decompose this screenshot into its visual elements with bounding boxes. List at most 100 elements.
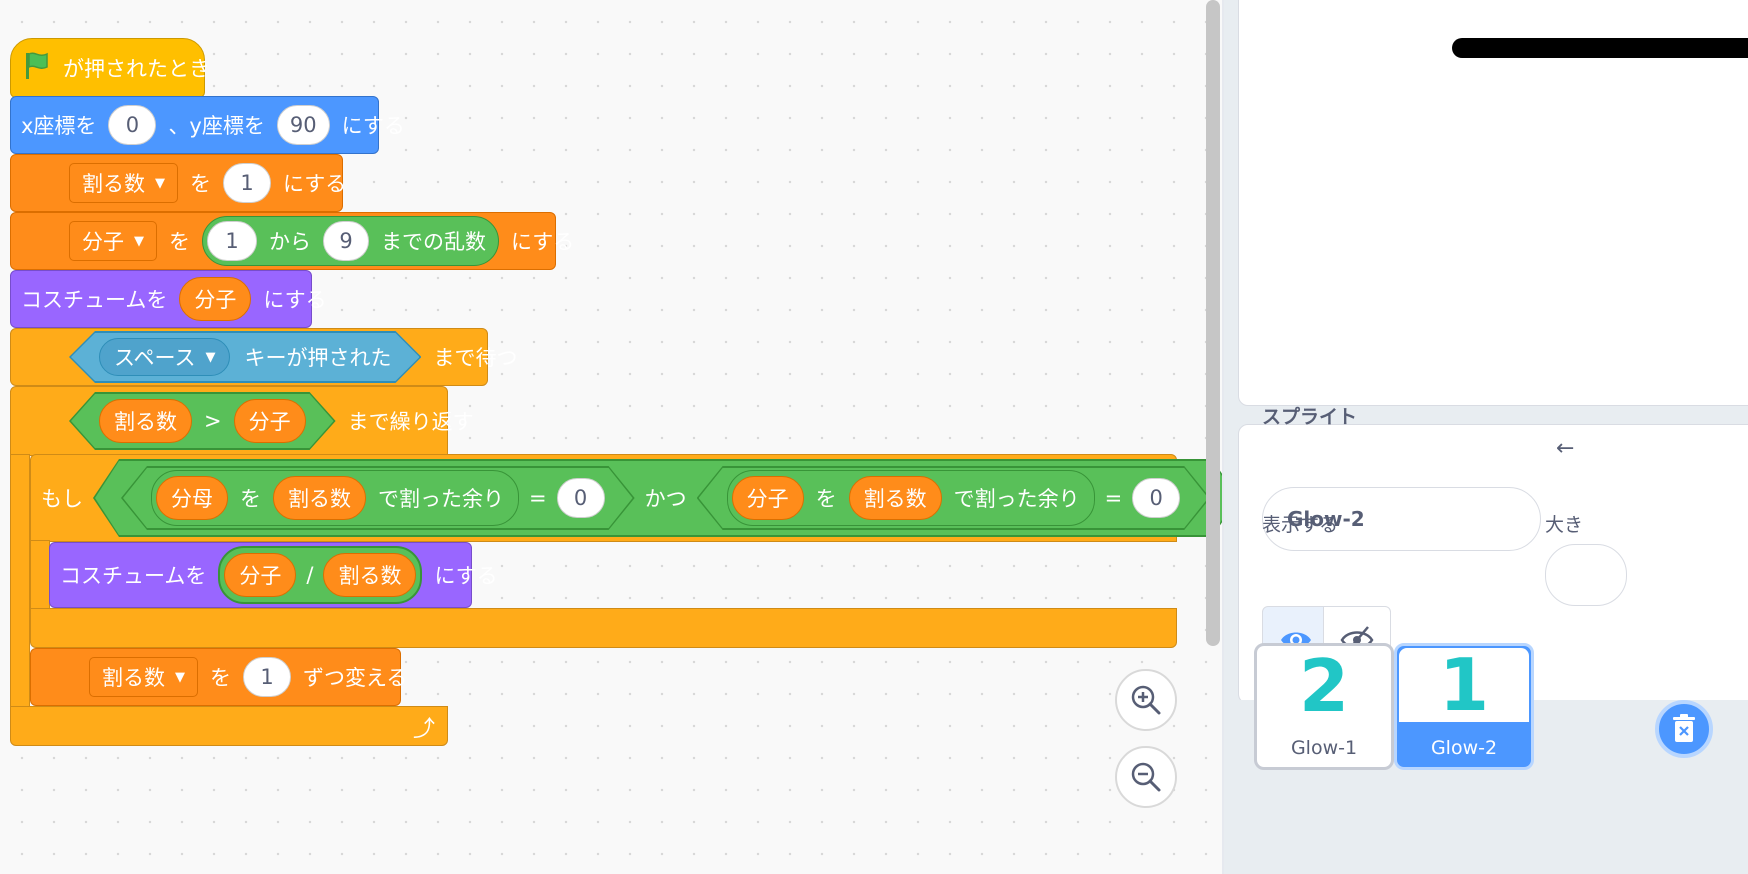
zoom-in-button[interactable] — [1115, 669, 1177, 731]
numerator-reporter[interactable]: 分子 — [234, 399, 306, 443]
greater-than-condition[interactable]: 割る数 > 分子 — [69, 392, 336, 450]
wait-until-block[interactable]: スペース▼ キーが押された まで待つ — [10, 328, 517, 386]
switch-costume-divide-block[interactable]: コスチュームを 分子 / 割る数 にする — [49, 542, 498, 608]
zoom-in-icon — [1131, 685, 1161, 715]
change-end-label: ずつ変える — [303, 666, 408, 690]
chevron-down-icon: ▼ — [175, 669, 185, 685]
divisor-reporter[interactable]: 割る数 — [99, 399, 192, 443]
mod-label: で割った余り — [953, 487, 1080, 511]
key-dropdown[interactable]: スペース▼ — [99, 338, 230, 376]
divisor-reporter[interactable]: 割る数 — [849, 476, 942, 520]
zoom-out-button[interactable] — [1115, 746, 1177, 808]
denominator-reporter[interactable]: 分母 — [156, 476, 228, 520]
key-pressed-label: キーが押された — [244, 346, 392, 370]
change-divisor-block[interactable]: 割る数▼ を 1 ずつ変える — [30, 648, 407, 706]
sprite-tile-glow-1[interactable]: 2 Glow-1 — [1254, 643, 1394, 770]
set-numerator-block[interactable]: 分子▼ を 1 から 9 までの乱数 にする — [10, 212, 574, 270]
size-input[interactable] — [1545, 544, 1627, 606]
set-to-label: を — [169, 230, 190, 254]
repeat-until-header[interactable]: 割る数 > 分子 まで繰り返す — [10, 386, 474, 456]
equals-operator: = — [529, 486, 547, 510]
delete-sprite-button[interactable] — [1655, 700, 1713, 758]
mod-wo-label: を — [815, 487, 837, 511]
pick-random-reporter[interactable]: 1 から 9 までの乱数 — [202, 216, 499, 266]
sprite-tile-name: Glow-2 — [1430, 737, 1498, 759]
costume-end-label: にする — [434, 564, 498, 588]
show-label: 表示する — [1262, 514, 1339, 536]
set-divisor-block[interactable]: 割る数▼ を 1 にする — [10, 154, 347, 212]
goto-x-label: x座標を — [21, 114, 97, 138]
size-label: 大き — [1545, 514, 1584, 536]
key-pressed-condition[interactable]: スペース▼ キーが押された — [69, 331, 421, 383]
sprite-name-input[interactable]: Glow-2 — [1262, 487, 1541, 551]
mod-wo-label: を — [240, 487, 261, 511]
random-to-input[interactable]: 9 — [323, 221, 369, 261]
repeat-until-block[interactable]: 割る数 > 分子 まで繰り返す ⤴ — [10, 386, 474, 746]
y-input[interactable]: 90 — [276, 105, 330, 145]
green-flag-icon — [23, 51, 51, 86]
if-block-footer — [30, 608, 1177, 648]
divisor-variable-dropdown[interactable]: 割る数▼ — [89, 657, 198, 697]
if-label: もし — [41, 487, 83, 511]
set-end-label: にする — [283, 172, 347, 196]
change-value-input[interactable]: 1 — [243, 657, 291, 697]
numerator-reporter[interactable]: 分子 — [224, 553, 297, 597]
costume-end-label: にする — [263, 288, 327, 312]
stage[interactable] — [1238, 0, 1748, 406]
sprite-title: スプライト — [1262, 406, 1358, 428]
equals-value-input-1[interactable]: 0 — [557, 478, 605, 518]
repeat-until-footer: ⤴ — [10, 706, 448, 746]
divide-operator: / — [306, 563, 314, 587]
sprite-thumbnail: 2 — [1298, 644, 1350, 728]
mod-equals-condition-2[interactable]: 分子 を 割る数 で割った余り = 0 — [697, 466, 1211, 530]
workspace-scrollbar[interactable] — [1206, 0, 1220, 646]
numerator-reporter[interactable]: 分子 — [179, 277, 252, 321]
repeat-until-label: まで繰り返す — [347, 410, 474, 434]
sprite-thumbnail: 1 — [1399, 643, 1529, 727]
chevron-down-icon: ▼ — [205, 349, 216, 365]
switch-costume-block[interactable]: コスチュームを 分子 にする — [10, 270, 327, 328]
when-flag-clicked-block[interactable]: が押されたとき — [10, 38, 210, 98]
greater-than-operator: > — [204, 409, 222, 433]
code-workspace[interactable]: が押されたとき x座標を 0 、y座標を 90 にする 割る数▼ を 1 にする… — [0, 0, 1290, 874]
mod-reporter-1[interactable]: 分母 を 割る数 で割った余り — [151, 470, 519, 526]
change-by-label: を — [210, 666, 231, 690]
mod-equals-condition-1[interactable]: 分母 を 割る数 で割った余り = 0 — [121, 466, 635, 530]
random-mid-label: から — [269, 230, 311, 254]
mod-reporter-2[interactable]: 分子 を 割る数 で割った余り — [727, 470, 1095, 526]
goto-y-label: 、y座標を — [168, 114, 265, 138]
pane-divider — [1222, 0, 1224, 874]
equals-value-input-2[interactable]: 0 — [1132, 478, 1180, 518]
mod-label: で割った余り — [378, 487, 504, 511]
random-from-input[interactable]: 1 — [207, 221, 257, 261]
if-block-header[interactable]: もし 分母 を 割る数 で割った余り = 0 — [30, 454, 1290, 542]
and-condition[interactable]: 分母 を 割る数 で割った余り = 0 かつ — [93, 459, 1238, 537]
chevron-down-icon: ▼ — [134, 233, 144, 249]
numerator-reporter[interactable]: 分子 — [732, 476, 804, 520]
stage-sprite-line — [1452, 38, 1748, 58]
x-input[interactable]: 0 — [108, 105, 157, 145]
sprite-tile-glow-2[interactable]: 1 Glow-2 — [1394, 643, 1534, 770]
chevron-down-icon: ▼ — [155, 175, 165, 191]
wait-until-end-label: まで待つ — [433, 346, 518, 370]
costume-label: コスチュームを — [21, 288, 168, 312]
arrow-icon: ← — [1556, 436, 1575, 461]
repeat-until-arm — [10, 454, 30, 708]
set-end-label: にする — [511, 230, 575, 254]
hat-label: が押されたとき — [63, 57, 210, 81]
divisor-reporter[interactable]: 割る数 — [273, 476, 366, 520]
zoom-out-icon — [1131, 762, 1161, 792]
sprite-tile-name: Glow-1 — [1290, 737, 1358, 759]
divisor-variable-dropdown[interactable]: 割る数▼ — [69, 163, 178, 203]
goto-end-label: にする — [341, 114, 405, 138]
numerator-variable-dropdown[interactable]: 分子▼ — [69, 221, 157, 261]
trash-icon — [1673, 714, 1695, 742]
set-to-label: を — [190, 172, 211, 196]
divisor-reporter[interactable]: 割る数 — [323, 553, 417, 597]
random-end-label: までの乱数 — [381, 230, 486, 254]
if-block-arm — [30, 540, 50, 610]
goto-xy-block[interactable]: x座標を 0 、y座標を 90 にする — [10, 96, 405, 154]
set-divisor-value-input[interactable]: 1 — [223, 163, 271, 203]
divide-reporter[interactable]: 分子 / 割る数 — [218, 546, 423, 604]
costume-label: コスチュームを — [60, 564, 207, 588]
